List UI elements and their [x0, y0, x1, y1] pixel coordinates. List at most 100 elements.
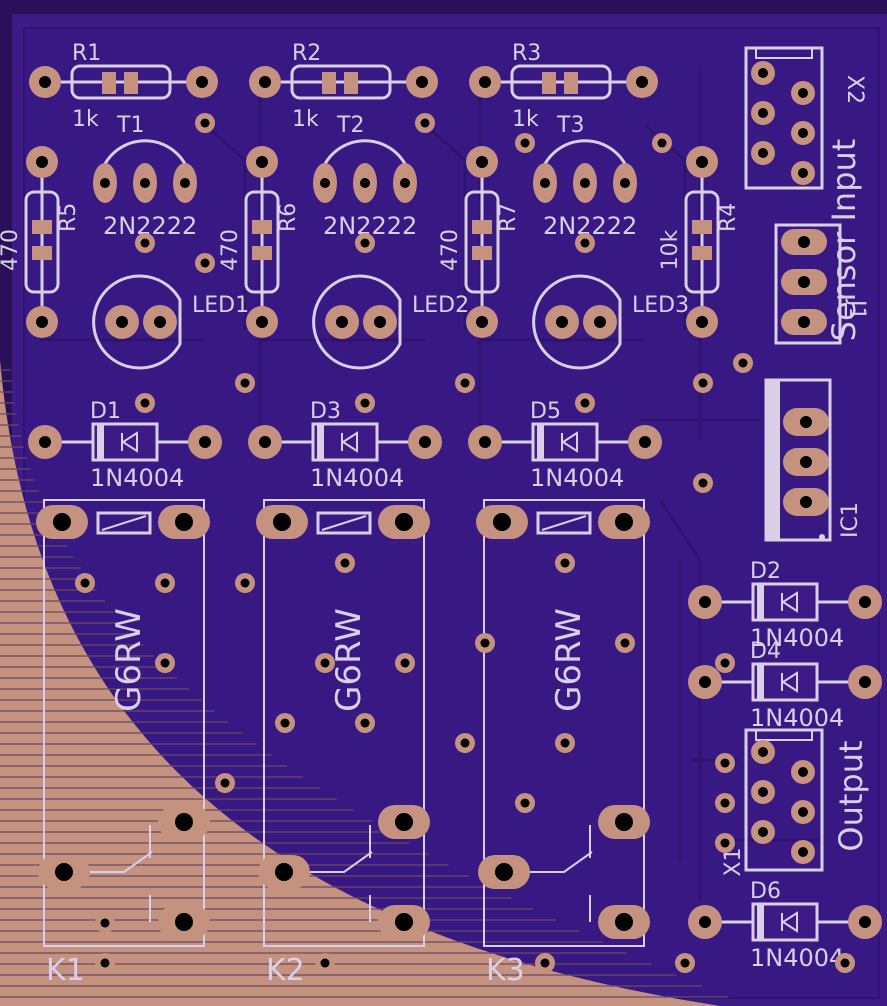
pad-hole [53, 513, 71, 531]
via [215, 773, 235, 793]
transistor-pad [93, 163, 117, 203]
relay-pad [478, 855, 530, 889]
pad-hole [280, 718, 290, 728]
pad-hole [400, 658, 410, 668]
transistor-ref: T1 [116, 113, 144, 138]
pad-hole [798, 236, 810, 248]
relay-coil [316, 511, 372, 535]
diode-pad [28, 425, 62, 459]
via [835, 953, 855, 973]
pad-hole [395, 513, 413, 531]
resistor-band [472, 220, 492, 234]
resistor-body [684, 190, 720, 294]
relay-outline [43, 499, 205, 947]
resistor-ref: R1 [72, 41, 101, 66]
resistor-pad [186, 66, 218, 98]
diode-value: 1N4004 [310, 464, 404, 492]
led-outline [312, 274, 402, 370]
pad-hole [580, 398, 590, 408]
via [135, 393, 155, 413]
resistor-pad [469, 66, 501, 98]
via [235, 573, 255, 593]
pad-hole [476, 156, 488, 168]
via [75, 573, 95, 593]
via [95, 953, 115, 973]
pad-hole [360, 238, 370, 248]
pad-hole [798, 847, 808, 857]
pad-hole [275, 863, 293, 881]
connector-j1-ref: J1 [844, 298, 869, 321]
pad-hole [798, 128, 808, 138]
ic-pin [783, 448, 829, 476]
pad-hole [140, 398, 150, 408]
resistor-pad [26, 146, 58, 178]
diode-band [757, 664, 764, 700]
via [355, 713, 375, 733]
relay-pad [476, 505, 528, 539]
ic-ref: IC1 [838, 502, 863, 538]
diode-symbol [781, 911, 798, 933]
pad-hole [360, 718, 370, 728]
via [715, 833, 735, 853]
resistor-pad [466, 306, 498, 338]
diode-pad [848, 585, 882, 619]
pad-hole [175, 513, 193, 531]
diode-symbol [781, 591, 798, 613]
pad-hole [560, 558, 570, 568]
pad-hole [798, 276, 810, 288]
pad-hole [200, 258, 210, 268]
via [535, 953, 555, 973]
resistor-pad [626, 66, 658, 98]
diode-ref: D3 [310, 399, 341, 424]
relay-pad [378, 905, 430, 939]
relay-outline [483, 499, 645, 947]
relay-coil-mark [541, 515, 587, 531]
relay-pad [158, 905, 210, 939]
via [95, 913, 115, 933]
connector-pin [751, 780, 775, 804]
resistor-band [102, 72, 116, 94]
pad-hole [259, 76, 271, 88]
via [693, 473, 713, 493]
via [575, 393, 595, 413]
pad-hole [720, 658, 730, 668]
pad-hole [479, 76, 491, 88]
pad-hole [798, 807, 808, 817]
resistor-body [24, 190, 60, 294]
pad-hole [340, 558, 350, 568]
led-ref: LED2 [412, 293, 469, 318]
pad-hole [800, 496, 812, 508]
diode-pad [188, 425, 222, 459]
pad-hole [615, 513, 633, 531]
resistor-band [252, 246, 272, 260]
pad-hole [240, 578, 250, 588]
resistor-body [70, 64, 172, 100]
pad-hole [419, 436, 431, 448]
via [155, 573, 175, 593]
relay-coil [96, 511, 152, 535]
connector-pin [751, 820, 775, 844]
diode-symbol [341, 431, 358, 453]
resistor-body [290, 64, 392, 100]
relay-switch [530, 851, 593, 873]
connector-outline [774, 223, 842, 345]
via [235, 373, 255, 393]
relay-pad [258, 855, 310, 889]
transistor-pad [393, 163, 417, 203]
diode-symbol [561, 431, 578, 453]
transistor-pad [573, 163, 597, 203]
resistor-pad [246, 146, 278, 178]
via [335, 553, 355, 573]
relay-switch [90, 851, 153, 873]
pad-hole [39, 436, 51, 448]
diode-band [537, 424, 544, 460]
led-pad [545, 305, 579, 339]
led-led2: LED2 [312, 274, 469, 370]
